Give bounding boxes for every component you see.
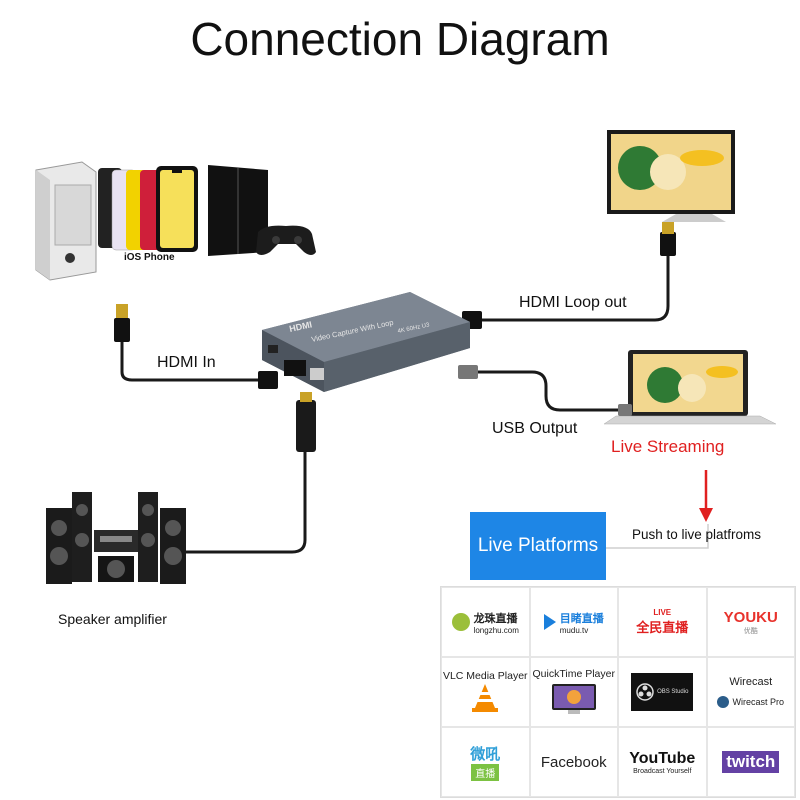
speaker-amplifier-label: Speaker amplifier [58, 611, 167, 627]
platform-weihou: 微吼 直播 [441, 727, 530, 797]
wirecast-icon [717, 696, 730, 708]
usb-plug-icon [458, 365, 632, 416]
platform-name: OBS Studio [657, 689, 689, 695]
facebook-text: Facebook [540, 753, 607, 771]
push-connector-line [606, 524, 709, 549]
weihou-logo-icon: 微吼 [470, 746, 501, 763]
youku-logo-icon: YOUKU [723, 608, 778, 626]
platform-sub: Wirecast Pro [732, 697, 784, 707]
platform-quicktime: QuickTime Player [529, 657, 618, 727]
capture-card-device: HDMI Video Capture With Loop 4K 60Hz U3 [262, 292, 470, 392]
hdmi-loop-out-label: HDMI Loop out [519, 294, 627, 311]
hdmi-in-plug-icon [258, 371, 278, 389]
hdmi-in-label: HDMI In [157, 354, 216, 371]
platform-mudu: 目睹直播 mudu.tv [529, 587, 618, 657]
usb-output-label: USB Output [492, 420, 578, 437]
ios-phone-label: iOS Phone [124, 252, 175, 263]
desktop-pc-icon [35, 161, 97, 281]
laptop-icon [603, 350, 777, 425]
platform-obs: OBS Studio [618, 657, 707, 727]
platform-name: 全民直播 [636, 620, 689, 635]
platform-sub: Broadcast Yourself [633, 767, 692, 775]
diagram-title: Connection Diagram [190, 13, 610, 65]
platform-name: 目睹直播 [559, 612, 604, 625]
vlc-cone-icon [472, 684, 499, 712]
quicktime-icon [551, 684, 596, 714]
platform-name: Wirecast [729, 676, 773, 688]
iphones-icon [98, 166, 198, 252]
platform-name: QuickTime Player [532, 668, 615, 680]
platform-name: 龙珠直播 [473, 612, 518, 625]
platform-youtube: YouTube Broadcast Yourself [618, 727, 707, 797]
platform-quanmin: LIVE 全民直播 [618, 587, 707, 657]
platform-youku: YOUKU 优酷 [706, 587, 795, 657]
platform-sub: longzhu.com [473, 625, 519, 635]
platform-twitch: twitch [706, 727, 795, 797]
platform-facebook: Facebook [529, 727, 618, 797]
platform-grid: 龙珠直播 longzhu.com 目睹直播 mudu.tv LIVE 全民直播 … [440, 586, 796, 798]
platform-wirecast: Wirecast Wirecast Pro [706, 657, 795, 727]
game-console-icon [208, 165, 316, 256]
quanmin-logo-icon: LIVE [653, 608, 672, 617]
obs-icon [636, 683, 654, 701]
platform-sub: 优酷 [743, 627, 758, 635]
speaker-amplifier-icon [46, 492, 186, 584]
platform-sub: mudu.tv [559, 625, 589, 635]
hdmi-loop-connector-icon [660, 222, 676, 256]
platform-vlc: VLC Media Player [441, 657, 530, 727]
platform-sub: 直播 [471, 764, 500, 781]
live-platforms-box: Live Platforms [470, 512, 606, 580]
tv-monitor-icon [607, 130, 735, 222]
platform-name: VLC Media Player [442, 670, 528, 682]
live-streaming-label: Live Streaming [611, 437, 725, 456]
red-down-arrow-icon [699, 470, 713, 522]
hdmi-in-connector-icon [114, 304, 130, 342]
audio-connector-icon [296, 392, 316, 452]
longzhu-logo-icon [451, 613, 470, 631]
twitch-logo-icon: twitch [722, 751, 780, 773]
push-to-platforms-label: Push to live platfroms [632, 527, 762, 542]
youtube-logo-icon: YouTube [629, 749, 696, 767]
platform-longzhu: 龙珠直播 longzhu.com [441, 587, 530, 657]
device-brand-label: HDMI [288, 319, 313, 334]
mudu-logo-icon [543, 614, 556, 630]
